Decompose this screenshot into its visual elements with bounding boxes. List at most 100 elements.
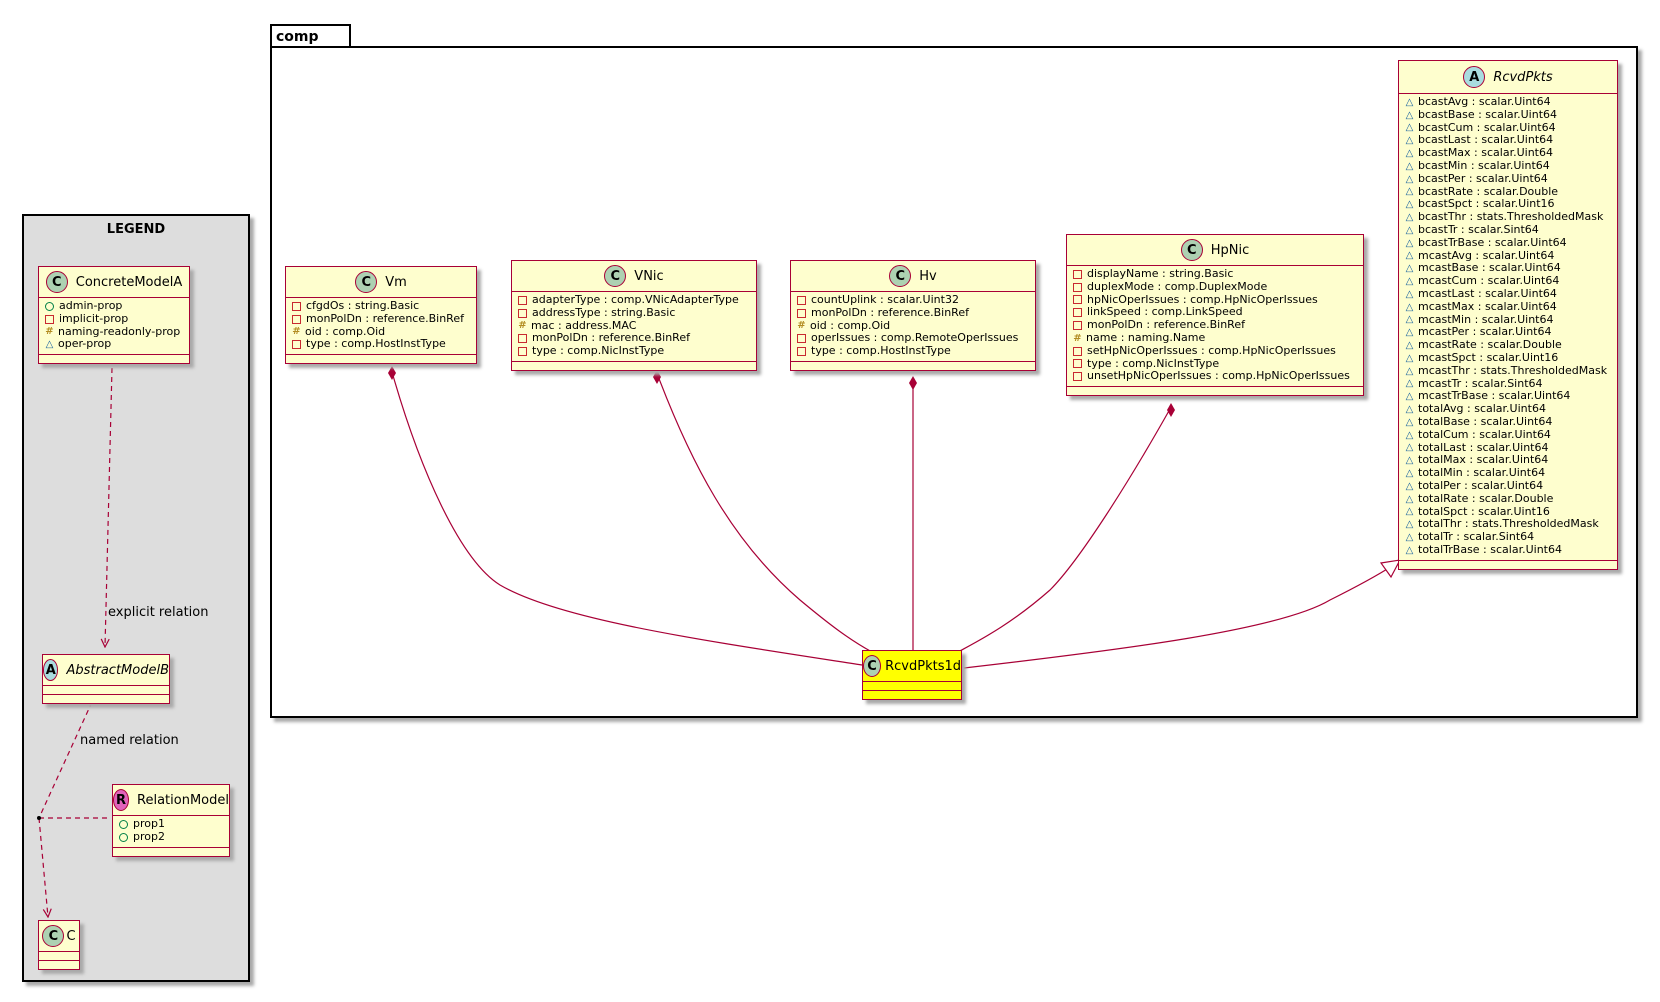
attribute-text: setHpNicOperIssues : comp.HpNicOperIssue…: [1087, 343, 1336, 357]
class-vm[interactable]: C Vm cfgdOs : string.Basic monPolDn : re…: [285, 266, 477, 365]
class-hv[interactable]: C Hv countUplink : scalar.Uint32 monPolD…: [790, 260, 1036, 371]
attribute-row: unsetHpNicOperIssues : comp.HpNicOperIss…: [1073, 370, 1357, 383]
attribute-text: bcastLast : scalar.Uint64: [1418, 133, 1554, 147]
attribute-text: oid : comp.Oid: [810, 318, 891, 332]
package-visibility-icon: △: [1405, 135, 1414, 147]
attribute-row: #oid : comp.Oid: [797, 318, 1029, 333]
operations-compartment: [39, 961, 79, 969]
attribute-text: bcastRate : scalar.Double: [1418, 184, 1559, 198]
relation-circle-icon: R: [113, 789, 130, 811]
attribute-text: type : comp.HostInstType: [811, 344, 951, 358]
attribute-text: implicit-prop: [59, 311, 129, 325]
attribute-row: monPolDn : reference.BinRef: [1073, 318, 1357, 332]
private-visibility-icon: [1073, 308, 1082, 318]
attribute-list: displayName : string.Basic duplexMode : …: [1067, 266, 1363, 388]
attribute-row: prop2: [119, 830, 223, 844]
package-visibility-icon: △: [1405, 493, 1414, 505]
legend-explicit-relation-line: [105, 367, 113, 647]
attribute-text: mcastSpct : scalar.Uint16: [1418, 350, 1559, 364]
package-name: comp: [276, 29, 319, 45]
class-concretemodela[interactable]: C ConcreteModelA admin-prop implicit-pro…: [38, 266, 190, 365]
attribute-text: mcastMin : scalar.Uint64: [1418, 312, 1554, 326]
class-circle-icon: C: [863, 655, 882, 677]
package-visibility-icon: △: [1405, 250, 1414, 262]
class-name: RelationModel: [137, 792, 229, 808]
attribute-text: totalAvg : scalar.Uint64: [1418, 402, 1546, 416]
class-rcvdpkts1d[interactable]: C RcvdPkts1d: [862, 650, 962, 700]
attribute-row: #naming-readonly-prop: [45, 324, 183, 339]
class-hpnic[interactable]: C HpNic displayName : string.Basic duple…: [1066, 234, 1364, 397]
protected-visibility-icon: #: [518, 320, 527, 332]
diamond-vnic: [653, 370, 661, 384]
attribute-list: △bcastAvg : scalar.Uint64△bcastBase : sc…: [1399, 94, 1617, 561]
attribute-row: cfgdOs : string.Basic: [292, 299, 470, 313]
attribute-text: oid : comp.Oid: [305, 324, 386, 338]
attribute-text: monPolDn : reference.BinRef: [1087, 318, 1245, 332]
class-name: HpNic: [1210, 242, 1250, 258]
legend-named-relation-line-a: [38, 701, 93, 819]
package-visibility-icon: △: [1405, 506, 1414, 518]
attribute-text: mcastBase : scalar.Uint64: [1418, 261, 1561, 275]
attribute-text: mac : address.MAC: [531, 318, 637, 332]
class-name: AbstractModelB: [66, 662, 169, 678]
class-name: C: [66, 928, 76, 944]
attribute-row: △mcastAvg : scalar.Uint64: [1405, 249, 1611, 263]
package-visibility-icon: △: [1405, 148, 1414, 160]
attribute-text: cfgdOs : string.Basic: [306, 299, 420, 312]
composition-vnic: [657, 375, 873, 653]
attribute-text: totalBase : scalar.Uint64: [1418, 414, 1553, 428]
attribute-text: mcastThr : stats.ThresholdedMask: [1418, 363, 1608, 377]
attribute-row: △ totalTr : scalar.Sint64: [1405, 530, 1611, 544]
attribute-list: adapterType : comp.VNicAdapterType addre…: [512, 292, 756, 362]
legend-relation-node: [37, 816, 41, 820]
attribute-text: type : comp.NicInstType: [532, 344, 665, 358]
attribute-text: naming-readonly-prop: [58, 324, 181, 338]
attribute-text: bcastSpct : scalar.Uint16: [1418, 197, 1555, 211]
package-visibility-icon: △: [1405, 480, 1414, 492]
private-visibility-icon: [292, 301, 301, 311]
class-abstractmodelb[interactable]: A AbstractModelB: [42, 654, 170, 704]
attribute-text: totalTr : scalar.Sint64: [1418, 530, 1535, 544]
class-relationmodel[interactable]: R RelationModel prop1 prop2: [112, 784, 230, 857]
package-visibility-icon: △: [1405, 263, 1414, 275]
attribute-row: △bcastTr : scalar.Sint64: [1405, 223, 1611, 237]
protected-visibility-icon: #: [1073, 332, 1082, 344]
attribute-row: admin-prop: [45, 299, 183, 313]
attribute-text: monPolDn : reference.BinRef: [811, 305, 969, 319]
attribute-text: bcastBase : scalar.Uint64: [1418, 107, 1558, 121]
explicit-relation-label: explicit relation: [108, 605, 209, 620]
attribute-row: △bcastMax : scalar.Uint64: [1405, 146, 1611, 160]
private-visibility-icon: [518, 334, 527, 344]
private-visibility-icon: [797, 295, 806, 305]
attribute-text: mcastCum : scalar.Uint64: [1418, 274, 1560, 288]
package-visibility-icon: △: [1405, 327, 1414, 339]
operations-compartment: [43, 695, 169, 703]
package-visibility-icon: △: [1405, 531, 1414, 543]
private-visibility-icon: [518, 347, 527, 357]
class-rcvdpkts[interactable]: A RcvdPkts △bcastAvg : scalar.Uint64△bca…: [1398, 60, 1618, 570]
attribute-row: △mcastPer : scalar.Uint64: [1405, 326, 1611, 339]
class-circle-icon: C: [45, 271, 68, 293]
class-circle-icon: C: [42, 925, 65, 947]
class-name: Vm: [385, 274, 407, 290]
package-visibility-icon: △: [1405, 519, 1414, 531]
attribute-text: totalThr : stats.ThresholdedMask: [1418, 517, 1599, 531]
private-visibility-icon: [292, 340, 301, 350]
operations-compartment: [512, 362, 756, 370]
attribute-row: type : comp.NicInstType: [1073, 357, 1357, 371]
named-relation-label: named relation: [80, 733, 179, 748]
attribute-text: adapterType : comp.VNicAdapterType: [532, 293, 739, 306]
attribute-text: mcastTr : scalar.Sint64: [1418, 376, 1543, 390]
class-c[interactable]: C C: [38, 920, 80, 970]
package-visibility-icon: △: [1405, 352, 1414, 364]
attribute-text: totalMin : scalar.Uint64: [1418, 466, 1546, 480]
attribute-row: displayName : string.Basic: [1073, 267, 1357, 281]
generalization-rcvdpkts: [963, 565, 1393, 669]
operations-compartment: [39, 355, 189, 363]
class-vnic[interactable]: C VNic adapterType : comp.VNicAdapterTyp…: [511, 260, 757, 371]
attribute-row: addressType : string.Basic: [518, 306, 750, 320]
attribute-row: monPolDn : reference.BinRef: [797, 305, 1029, 320]
abstract-circle-icon: A: [43, 659, 59, 681]
composition-hpnic: [957, 408, 1171, 653]
attribute-row: monPolDn : reference.BinRef: [518, 332, 750, 345]
